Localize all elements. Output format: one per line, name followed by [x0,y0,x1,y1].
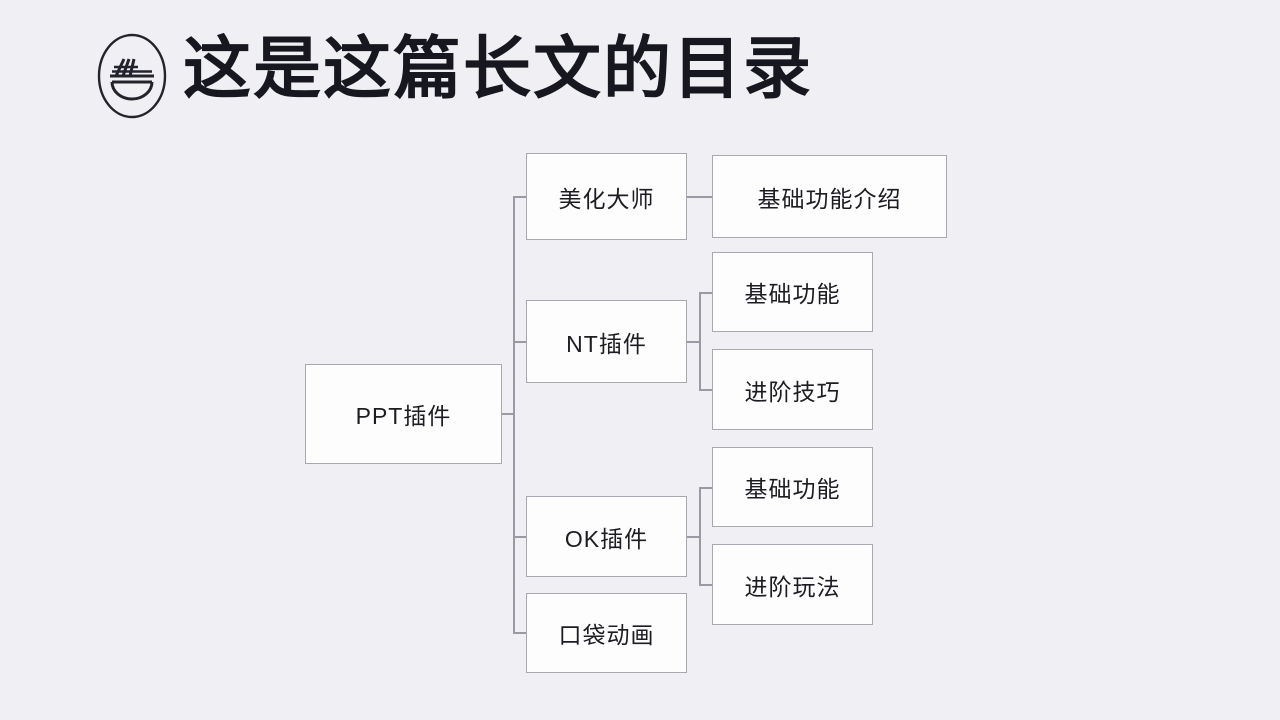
node-ppt-plugins[interactable]: PPT插件 [305,364,502,464]
connector-ok-to-jinjie [699,584,713,586]
node-nt-plugin[interactable]: NT插件 [526,300,687,383]
node-label: OK插件 [564,525,649,552]
connector-nt-to-jinjie [699,389,713,391]
connector-ok-trunk [699,487,701,585]
node-jichu-gongneng-jieshao[interactable]: 基础功能介绍 [712,155,947,238]
node-nt-jinjie-jiqiao[interactable]: 进阶技巧 [712,349,873,430]
node-ok-jichu-gongneng[interactable]: 基础功能 [712,447,873,527]
node-ok-jinjie-wanfa[interactable]: 进阶玩法 [712,544,873,625]
node-label: PPT插件 [355,403,452,429]
node-label: 进阶技巧 [744,378,841,405]
node-label: 基础功能 [744,281,841,307]
connector-root-stub [502,413,515,415]
connector-trunk-to-koudai [513,632,527,634]
node-label: 基础功能 [744,476,841,502]
connector-meihua-to-jieshao [687,196,713,198]
node-label: 进阶玩法 [744,573,841,600]
connector-trunk-to-nt [513,341,527,343]
slide-header: 这是这篇长文的目录 [0,0,1280,140]
node-meihua-dashi[interactable]: 美化大师 [526,153,687,240]
node-ok-plugin[interactable]: OK插件 [526,496,687,577]
connector-nt-trunk [699,292,701,390]
connector-ok-stub [687,536,700,538]
page-title: 这是这篇长文的目录 [183,31,814,107]
noodle-bowl-circle-icon [96,32,168,120]
connector-trunk-to-ok [513,536,527,538]
node-label: 美化大师 [558,185,655,212]
node-label: 口袋动画 [558,622,655,648]
connector-nt-stub [687,341,700,343]
node-nt-jichu-gongneng[interactable]: 基础功能 [712,252,873,332]
connector-ok-to-jichu [699,487,713,489]
connector-nt-to-jichu [699,292,713,294]
node-label: NT插件 [566,330,647,357]
node-koudai-donghua[interactable]: 口袋动画 [526,593,687,673]
connector-main-trunk [513,196,515,633]
connector-trunk-to-meihua [513,196,527,198]
node-label: 基础功能介绍 [757,185,902,212]
